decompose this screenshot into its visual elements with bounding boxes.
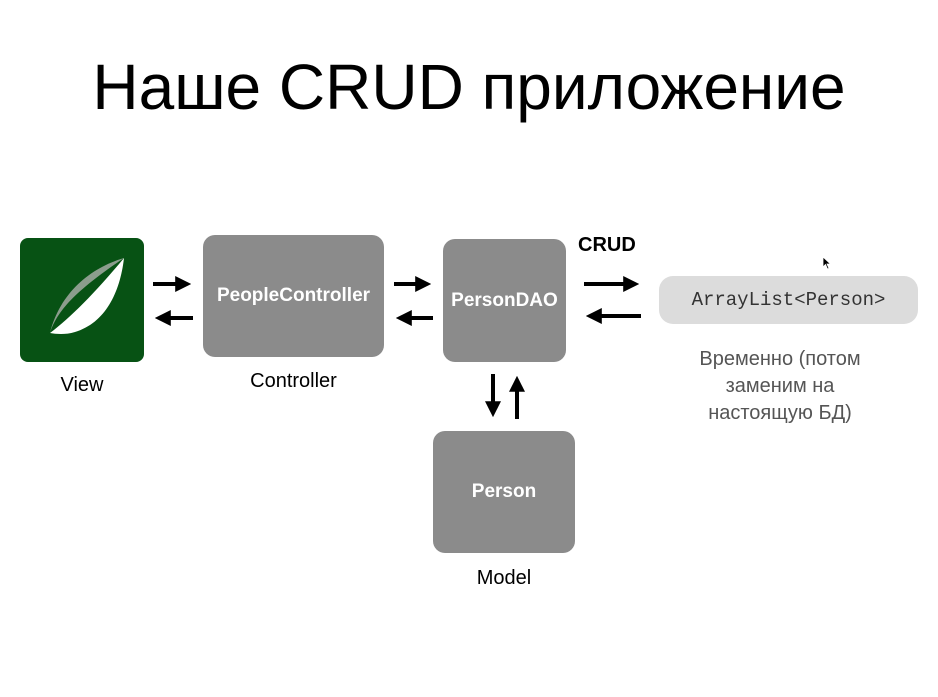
person-dao-box: PersonDAO	[443, 239, 566, 362]
view-logo	[20, 238, 144, 362]
slide-title: Наше CRUD приложение	[92, 51, 846, 123]
storage-note-line: настоящую БД)	[708, 402, 852, 424]
crud-label: CRUD	[578, 234, 636, 256]
controller-dao-arrows	[394, 276, 433, 326]
spring-leaf-icon	[50, 258, 124, 334]
mouse-cursor-icon	[822, 256, 832, 270]
storage-note-line: Временно (потом	[699, 348, 861, 370]
storage-note: Временно (потом заменим на настоящую БД)	[670, 346, 890, 427]
view-caption: View	[60, 374, 104, 396]
storage-note-line: заменим на	[725, 375, 835, 397]
dao-storage-arrows	[584, 276, 641, 324]
arraylist-box: ArrayList<Person>	[659, 276, 918, 324]
model-caption: Model	[476, 567, 532, 589]
person-model-box: Person	[433, 431, 575, 553]
dao-model-arrows	[485, 374, 525, 419]
people-controller-box: PeopleController	[203, 235, 384, 357]
arraylist-label: ArrayList<Person>	[691, 289, 886, 311]
controller-caption: Controller	[250, 370, 337, 392]
people-controller-label: PeopleController	[216, 285, 371, 306]
view-controller-arrows	[153, 276, 193, 326]
person-dao-label: PersonDAO	[451, 289, 558, 311]
person-model-label: Person	[471, 481, 537, 502]
